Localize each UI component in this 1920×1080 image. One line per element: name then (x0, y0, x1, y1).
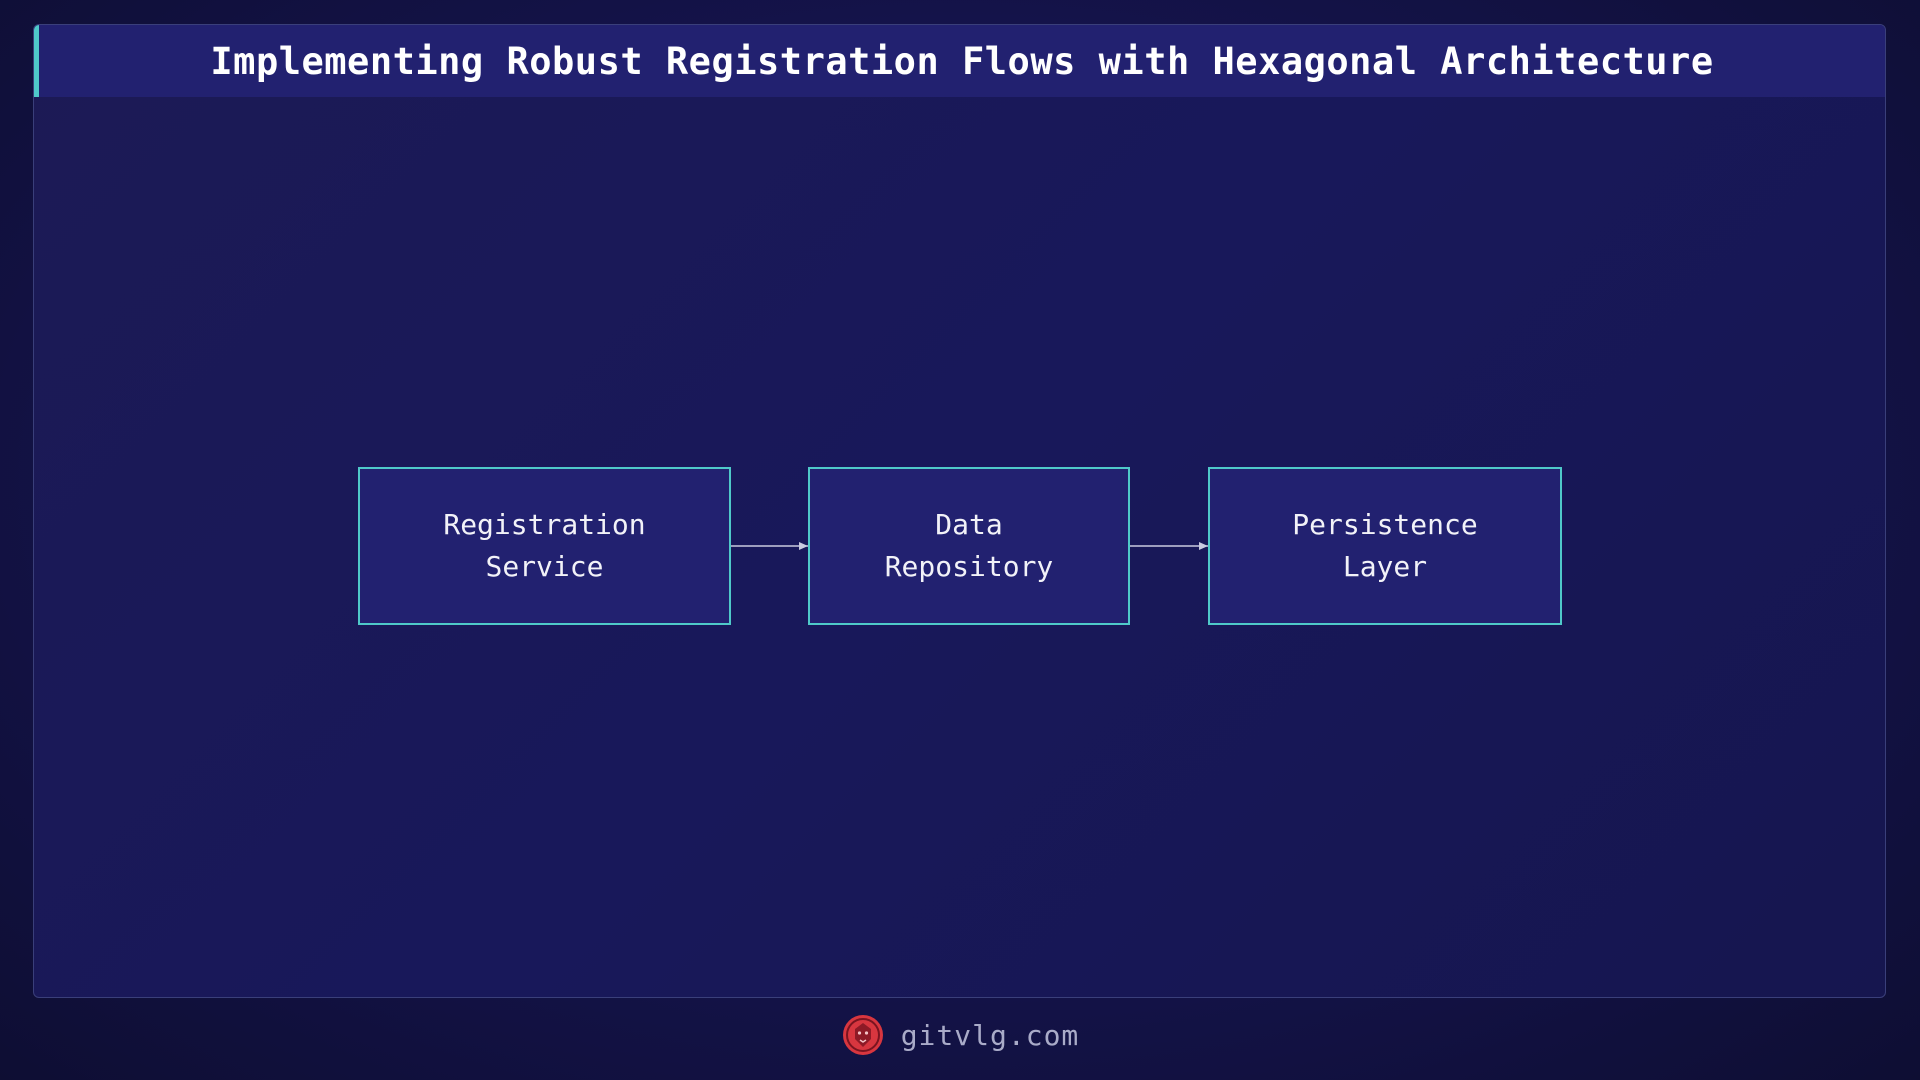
node-registration-service: Registration Service (358, 467, 731, 625)
title-bar: Implementing Robust Registration Flows w… (34, 25, 1885, 97)
page-title: Implementing Robust Registration Flows w… (210, 39, 1714, 83)
lion-logo-icon[interactable] (841, 1013, 885, 1057)
footer-site-link[interactable]: gitvlg.com (900, 1018, 1080, 1052)
slide-panel: Implementing Robust Registration Flows w… (33, 24, 1886, 998)
node-persistence-layer: Persistence Layer (1208, 467, 1562, 625)
footer: gitvlg.com (0, 1010, 1920, 1060)
node-data-repository: Data Repository (808, 467, 1130, 625)
